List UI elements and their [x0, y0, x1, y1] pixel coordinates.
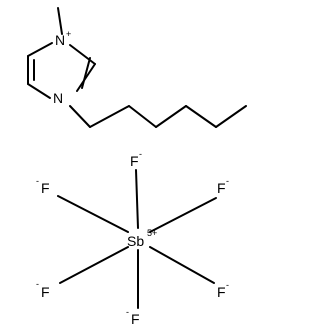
atom-n3: N	[53, 90, 63, 106]
bond-hexyl-6	[215, 105, 247, 128]
bond-sb-f-lower-right	[149, 246, 215, 284]
atom-f-upper-left: F	[41, 180, 50, 196]
charge-f-lower-left: -	[36, 279, 39, 289]
bond-hexyl-2	[89, 105, 130, 128]
bond-sb-f-lower-left	[59, 246, 129, 284]
atom-f-top: F	[130, 153, 139, 169]
structure-svg: N + N Sb 5+ F - - F F - - F F -	[27, 7, 247, 327]
atom-f-upper-right: F	[217, 180, 226, 196]
bond-hexyl-1	[69, 105, 91, 128]
charge-sb: 5+	[147, 228, 157, 238]
bond-hexyl-3	[128, 105, 157, 128]
charge-f-upper-left: -	[36, 176, 39, 186]
charge-f-bottom: -	[126, 307, 129, 317]
atom-n1: N	[55, 32, 65, 48]
bond-sb-f-upper-right	[149, 197, 217, 233]
bond-hexyl-5	[185, 105, 217, 128]
charge-n1: +	[66, 29, 71, 39]
charge-f-top: -	[139, 149, 142, 159]
atom-f-lower-left: F	[41, 284, 50, 300]
structure-diagram: N + N Sb 5+ F - - F F - - F F -	[27, 7, 247, 327]
bond-c5-n1	[27, 42, 53, 57]
anion: Sb 5+ F - - F F - - F F - - F	[36, 149, 229, 327]
charge-f-lower-right: -	[226, 280, 229, 290]
bond-sb-f-upper-left	[57, 195, 129, 233]
atom-sb: Sb	[127, 233, 144, 249]
bond-n1-c2	[69, 44, 96, 65]
cation: N + N	[27, 7, 247, 128]
bond-sb-f-top	[135, 169, 139, 229]
bond-n3-c4	[27, 83, 51, 99]
bond-c2-n3	[76, 63, 96, 92]
bond-hexyl-4	[155, 105, 187, 128]
charge-f-upper-right: -	[226, 176, 229, 186]
bond-methyl	[57, 7, 63, 35]
atom-f-bottom: F	[131, 311, 140, 327]
atom-f-lower-right: F	[217, 284, 226, 300]
